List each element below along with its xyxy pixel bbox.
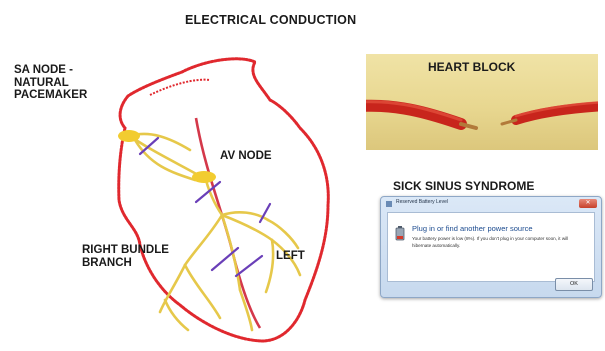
dialog-title: Reserved Battery Level — [396, 199, 448, 205]
dialog-message: Your battery power is low (8%). If you d… — [412, 236, 588, 249]
battery-dialog: Reserved Battery Level ✕ Plug in or find… — [380, 196, 602, 298]
conduction-pathways — [130, 134, 300, 330]
av-node-label: AV NODE — [220, 150, 272, 163]
right-bundle-branch-label: RIGHT BUNDLE BRANCH — [82, 244, 202, 269]
dialog-body: Plug in or find another power source You… — [387, 212, 595, 282]
av-node — [192, 171, 216, 183]
left-branch-label: LEFT — [276, 250, 305, 263]
heart-outline — [119, 59, 329, 341]
battery-small-icon — [385, 200, 393, 208]
sick-sinus-label: SICK SINUS SYNDROME — [393, 180, 534, 193]
close-icon[interactable]: ✕ — [579, 199, 597, 208]
heart-block-label: HEART BLOCK — [428, 60, 515, 74]
dialog-heading: Plug in or find another power source — [412, 224, 533, 233]
heart-block-photo: HEART BLOCK — [366, 54, 598, 150]
sa-node — [118, 130, 140, 142]
sa-node-label: SA NODE - NATURAL PACEMAKER — [14, 64, 124, 102]
ok-button[interactable]: OK — [555, 278, 593, 291]
battery-warning-icon — [394, 225, 406, 241]
dialog-titlebar: Reserved Battery Level ✕ — [381, 197, 601, 211]
